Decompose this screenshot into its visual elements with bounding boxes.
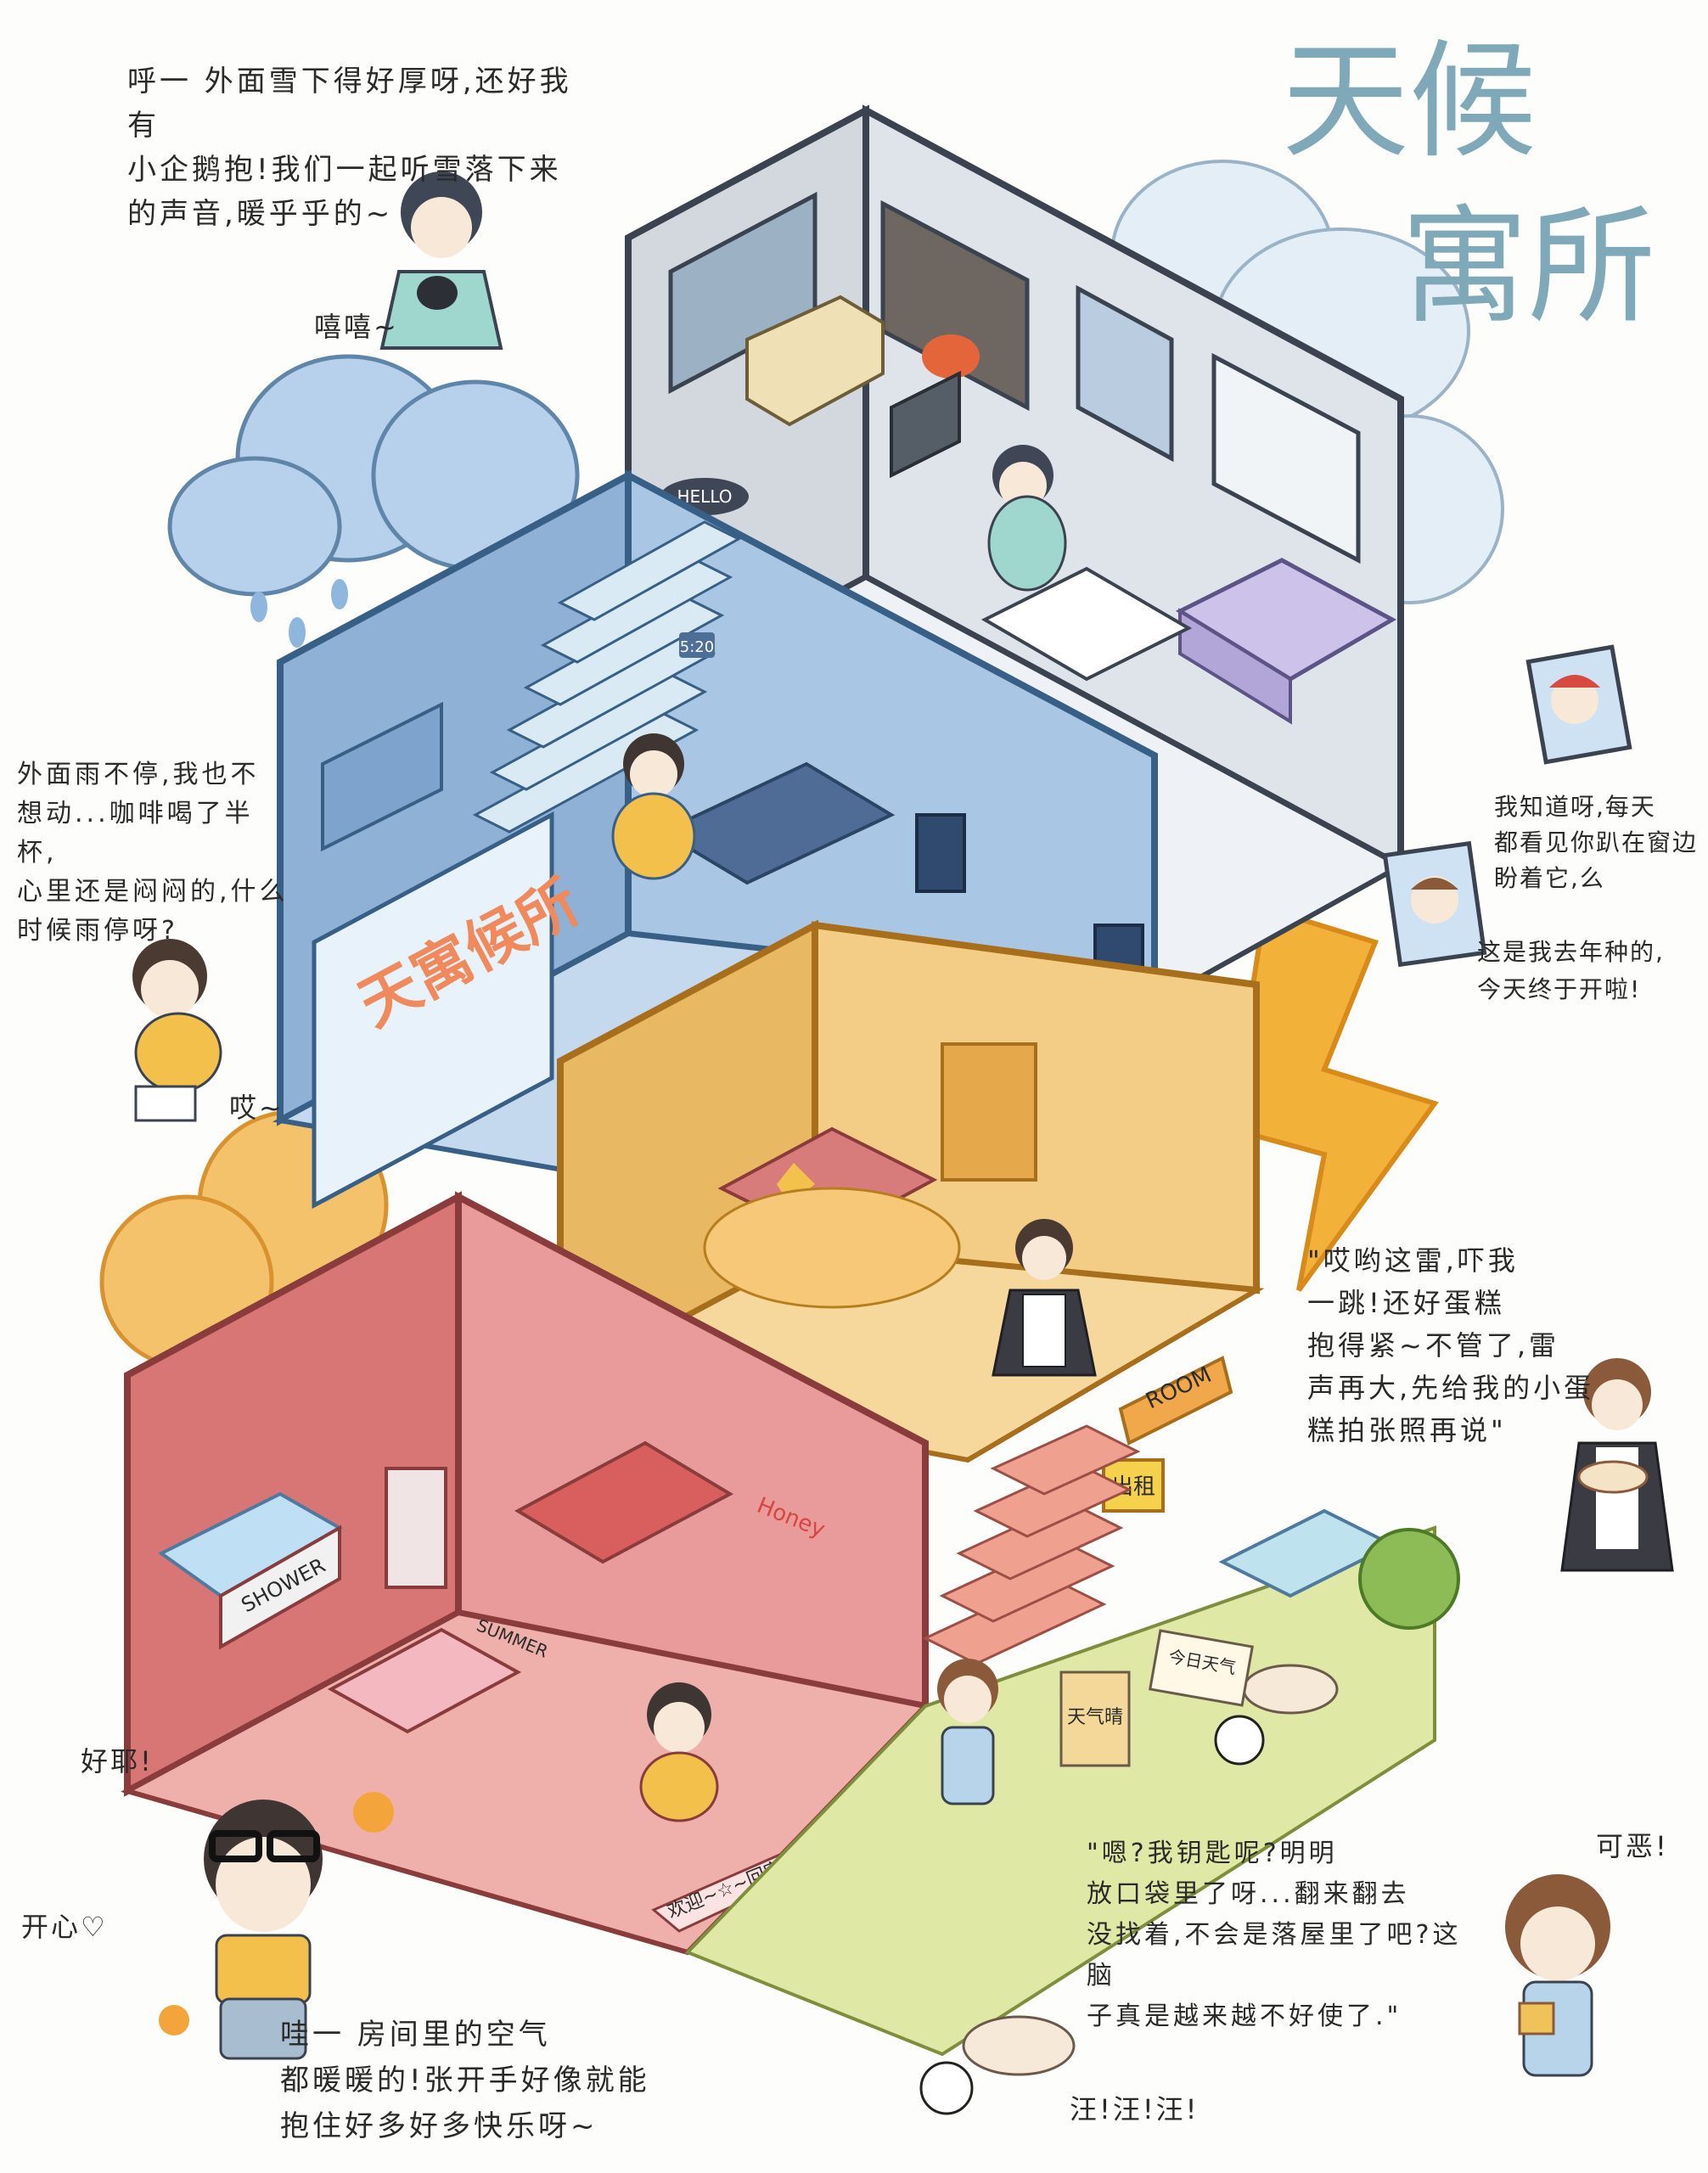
title-line-1: 天候	[1282, 28, 1537, 176]
boy-in-window-frame	[1525, 644, 1632, 765]
curly-girl-with-bag	[1505, 1874, 1610, 2077]
caption-yay: 好耶!	[81, 1745, 154, 1777]
maid-with-cake	[1560, 1358, 1674, 1572]
caption-happy: 开心♡	[21, 1911, 108, 1943]
caption-rain-girl: 外面雨不停,我也不 想动...咖啡喝了半杯, 心里还是闷闷的,什么 时候雨停呀?	[17, 760, 289, 946]
girl-with-coffee	[132, 939, 222, 1122]
caption-plant-boy: 这是我去年种的, 今天终于开啦!	[1477, 938, 1665, 1003]
front-yard	[684, 1424, 1460, 2057]
caption-snow-girl: 呼一 外面雪下得好厚呀,还好我有 小企鹅抱!我们一起听雪落下来 的声音,暖乎乎的…	[127, 65, 572, 231]
caption-rain-girl-tag: 哎~	[229, 1092, 284, 1124]
standing-sign-text: 天气晴	[1067, 1707, 1123, 1728]
boy-with-plant-frame	[1382, 840, 1487, 968]
title-line-2: 寓所	[1401, 194, 1656, 341]
caption-dog-bark: 汪!汪!汪!	[1070, 2093, 1200, 2125]
caption-window-boy: 我知道呀,每天 都看见你趴在窗边 盼着它,么	[1494, 793, 1699, 892]
clock-text: 5:20	[680, 638, 714, 656]
cheering-girl-with-glasses	[159, 1792, 394, 2060]
caption-maid: "哎哟这雷,吓我 一跳!还好蛋糕 抱得紧~不管了,雷 声再大,先给我的小蛋 糕拍…	[1307, 1244, 1595, 1446]
caption-snow-girl-tag: 嘻嘻~	[314, 311, 399, 343]
caption-cheering-girl: 哇一 房间里的空气 都暖暖的!张开手好像就能 抱住好多好多快乐呀~	[280, 2018, 650, 2143]
sunny-room	[553, 919, 1265, 1513]
girl-with-penguin	[379, 171, 503, 350]
caption-keys: "嗯?我钥匙呢?明明 放口袋里了呀...翻来翻去 没找着,不会是落屋里了吧?这脑…	[1087, 1839, 1462, 2031]
rain-cloud	[167, 354, 580, 597]
summer-room	[121, 1191, 930, 1956]
dog-with-ball	[919, 2015, 1076, 2115]
caption-keys-tag: 可恶!	[1596, 1830, 1669, 1862]
